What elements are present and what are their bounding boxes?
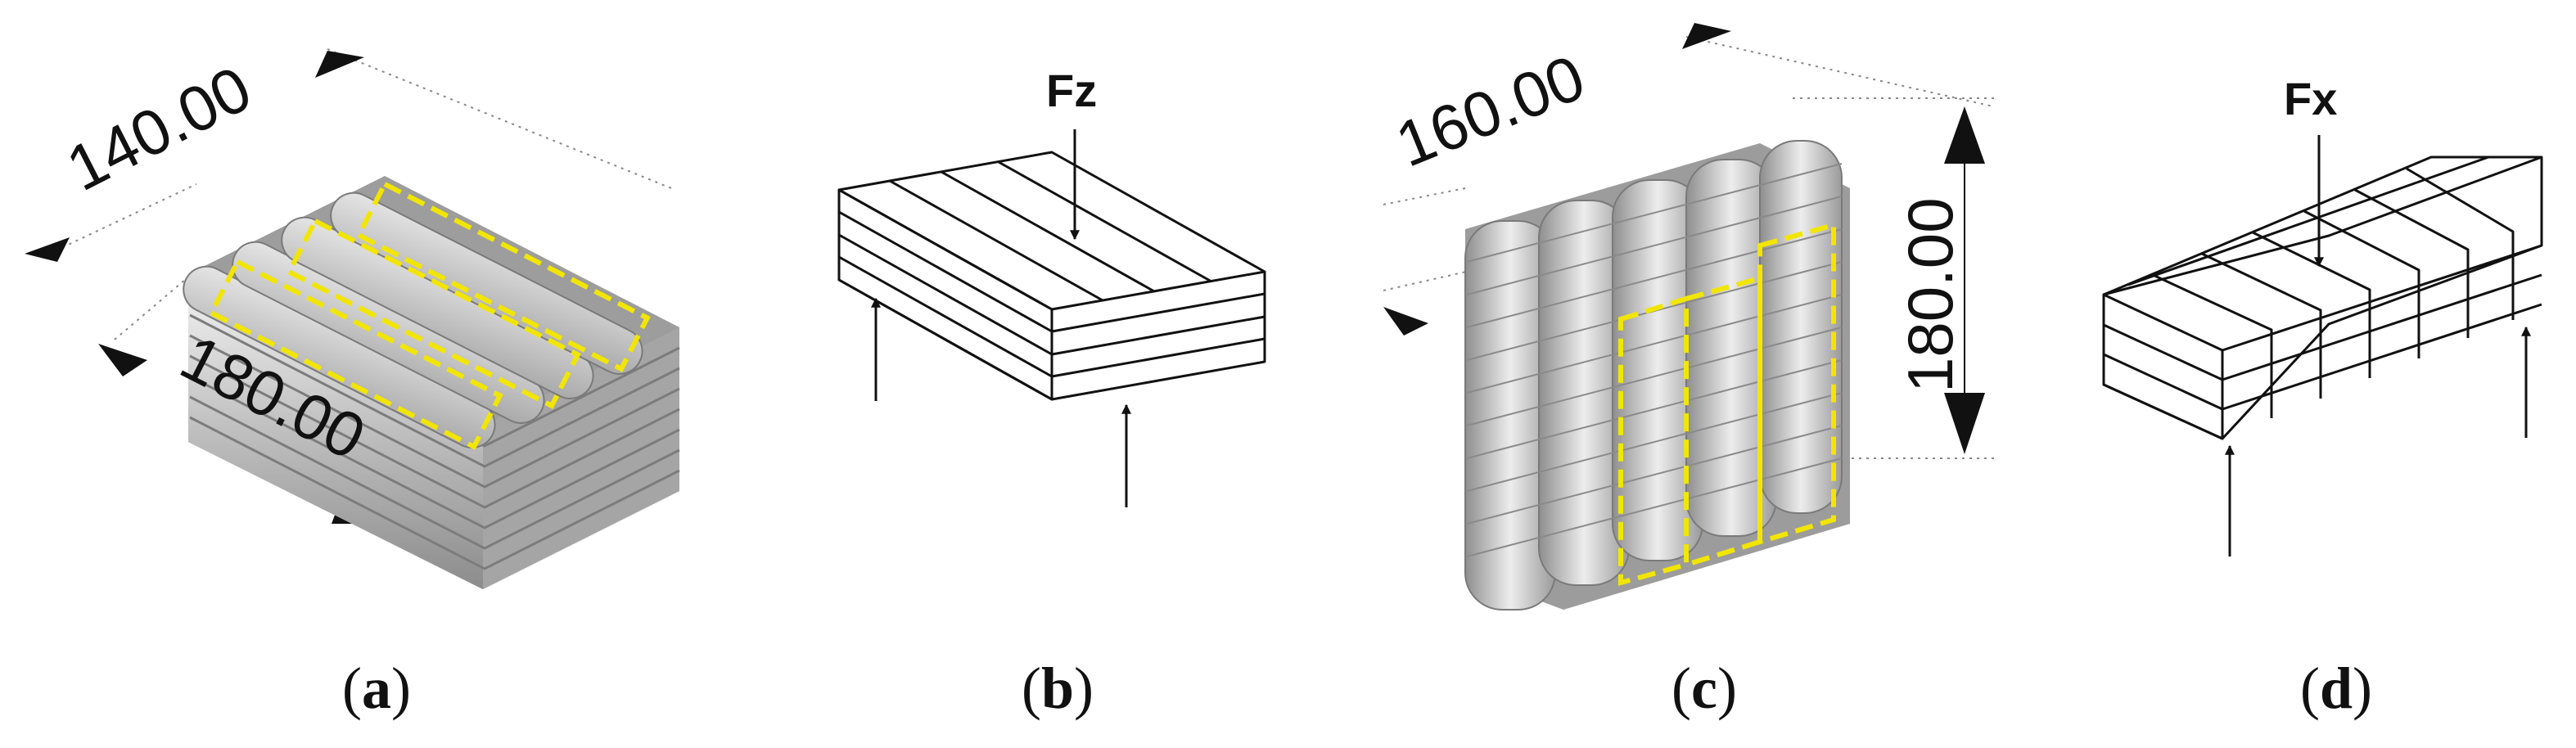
deposited-block-a [183, 176, 680, 589]
beam-layers-b [838, 160, 1265, 378]
arrow-180-bottom-c [1944, 393, 1985, 454]
dimension-lines-a [48, 48, 672, 340]
caption-b: (b) [1022, 656, 1094, 721]
arrow-160-right [1682, 23, 1731, 49]
caption-a: (a) [342, 656, 411, 721]
force-fx-label: Fx [2284, 73, 2337, 124]
force-fz-label: Fz [1046, 65, 1097, 116]
caption-c: (c) [1671, 656, 1737, 721]
dim-140-label: 140.00 [56, 52, 263, 205]
beam-outline-d [2102, 155, 2543, 440]
arrow-180-top-c [1944, 106, 1985, 164]
dimension-lines-c [1383, 36, 1997, 459]
deposited-block-c [1464, 140, 1850, 611]
beam-end-face-b [838, 188, 1265, 311]
arrow-140-right [315, 51, 364, 78]
beam-end-face-d [2102, 293, 2224, 440]
arrow-180-left [98, 344, 147, 376]
dim-180-label-c: 180.00 [1894, 197, 1966, 393]
caption-d: (d) [2300, 656, 2372, 721]
dim-160-label: 160.00 [1386, 41, 1594, 181]
panel-c: 160.00 180.00 (c) [1383, 23, 1997, 721]
panel-d: Fx (d) [2102, 73, 2543, 721]
arrow-160-left [1383, 307, 1428, 336]
beam-grid-d [2103, 155, 2542, 418]
arrow-140-left [25, 237, 70, 262]
panel-b: Fz (b) [837, 65, 1266, 721]
panel-a: 140.00 180.00 (a) [25, 48, 680, 721]
beam-top-edges-d [2103, 155, 2542, 352]
